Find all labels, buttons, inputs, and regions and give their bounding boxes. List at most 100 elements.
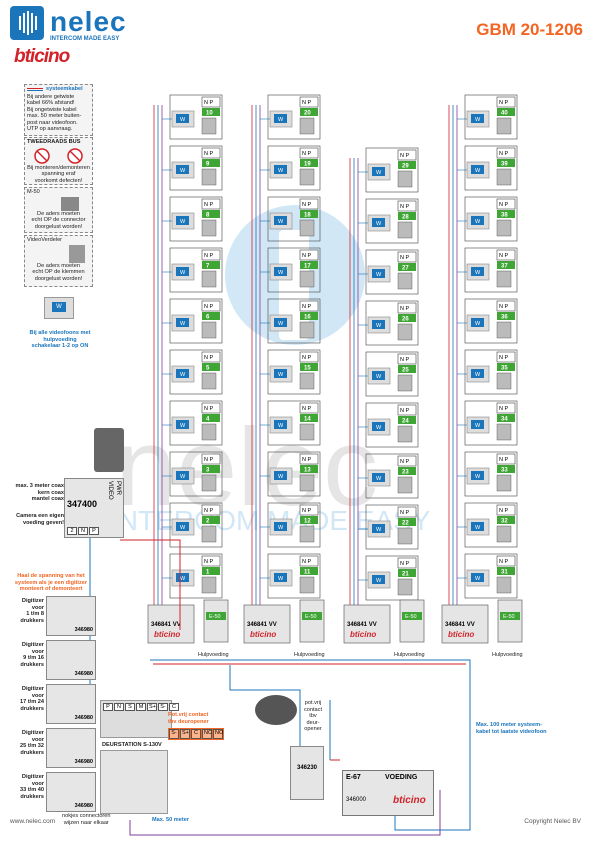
floor-number-block xyxy=(497,414,515,422)
np-block xyxy=(496,504,516,516)
digitizer-hint-line: monteert of demonteert xyxy=(19,586,83,592)
watermark-word: nelec xyxy=(115,406,378,529)
legend-m50-title: M-50 xyxy=(27,189,40,195)
floor-connector xyxy=(201,117,217,135)
floor-connector xyxy=(397,476,413,494)
videofoon-w: W xyxy=(180,474,186,480)
np-block xyxy=(201,198,221,210)
np-label: N P xyxy=(302,406,312,412)
np-label: N P xyxy=(302,355,312,361)
np-label: N P xyxy=(499,508,509,514)
floor-number-block xyxy=(300,363,318,371)
np-block xyxy=(201,504,221,516)
videofoon-screen xyxy=(471,471,484,480)
contact-terminal: NO xyxy=(213,729,223,739)
floor-connector xyxy=(201,168,217,186)
digitizer-label-line: 25 t/m 32 xyxy=(20,743,44,749)
max-100-meter-note: Max. 100 meter systeem-kabel tot laatste… xyxy=(476,722,586,735)
floor-frame xyxy=(267,400,321,446)
floor-number-block xyxy=(497,363,515,371)
floor-number: 31 xyxy=(501,570,508,576)
legend-line: echt OP de connector xyxy=(31,217,86,223)
footer-url[interactable]: www.nelec.com xyxy=(10,818,56,825)
door-terminal: P xyxy=(103,703,113,711)
aux-psu xyxy=(203,599,229,643)
floor-frame xyxy=(267,94,321,140)
floor-number-block xyxy=(398,467,416,475)
videofoon-w: W xyxy=(376,374,382,380)
cable-icon xyxy=(27,87,43,91)
videofoon-w: W xyxy=(475,525,481,531)
videofoon-w: W xyxy=(180,321,186,327)
np-block xyxy=(299,351,319,363)
np-block xyxy=(201,96,221,108)
floor-connector xyxy=(299,270,315,288)
np-label: N P xyxy=(400,561,410,567)
videofoon-screen xyxy=(471,114,484,123)
videofoon-w: W xyxy=(278,219,284,225)
videofoon-screen xyxy=(274,267,287,276)
floor-number: 25 xyxy=(402,368,409,374)
floor-number-block xyxy=(497,567,515,575)
floor-frame xyxy=(169,298,223,344)
np-label: N P xyxy=(302,253,312,259)
np-block xyxy=(299,453,319,465)
floor-connector xyxy=(496,423,512,441)
floor-frame xyxy=(464,400,518,446)
videofoon-screen xyxy=(372,218,385,227)
np-label: N P xyxy=(302,559,312,565)
floor-number-block xyxy=(497,261,515,269)
video-label: VIDEO xyxy=(107,481,113,500)
floor-connector xyxy=(496,219,512,237)
videofoon-screen xyxy=(176,369,189,378)
np-label: N P xyxy=(499,355,509,361)
floor-number: 32 xyxy=(501,519,508,525)
floor-number: 21 xyxy=(402,572,409,578)
floor-number: 4 xyxy=(206,417,210,423)
np-label: N P xyxy=(499,202,509,208)
door-terminal: S xyxy=(125,703,135,711)
np-label: N P xyxy=(302,508,312,514)
floor-connector xyxy=(496,576,512,594)
nelec-tagline: INTERCOM MADE EASY xyxy=(50,36,120,42)
floor-number: 5 xyxy=(206,366,210,372)
videofoon-screen xyxy=(274,573,287,582)
np-label: N P xyxy=(400,510,410,516)
np-block xyxy=(496,555,516,567)
floor-number-block xyxy=(398,416,416,424)
videofoon-w: W xyxy=(278,474,284,480)
np-label: N P xyxy=(302,304,312,310)
videofoon-w: W xyxy=(278,423,284,429)
coax-note-line: max. 3 meter coax xyxy=(15,483,64,489)
floor-number: 11 xyxy=(304,570,311,576)
videofoon-screen xyxy=(372,422,385,431)
floor-frame xyxy=(464,502,518,548)
max-100-line: kabel tot laatste videofoon xyxy=(476,728,547,735)
videofoon-w: W xyxy=(376,323,382,329)
floor-connector xyxy=(397,527,413,545)
floor-connector xyxy=(201,474,217,492)
videofoon-screen xyxy=(274,420,287,429)
np-block xyxy=(201,402,221,414)
distributor-brand: bticino xyxy=(250,630,276,639)
aux-psu xyxy=(399,599,425,643)
digitizer-module-number: 346980 xyxy=(74,759,93,765)
floor-frame xyxy=(267,298,321,344)
floor-connector xyxy=(299,117,315,135)
floor-frame xyxy=(267,349,321,395)
np-block xyxy=(299,249,319,261)
legend-bus-title: TWEEDRAADS BUS xyxy=(27,139,81,145)
digitizer-hint-line: Haal de spanning van het xyxy=(17,573,85,579)
digitizer-label-line: 33 t/m 40 xyxy=(20,787,44,793)
floor-number-block xyxy=(497,108,515,116)
floor-number-block xyxy=(497,465,515,473)
